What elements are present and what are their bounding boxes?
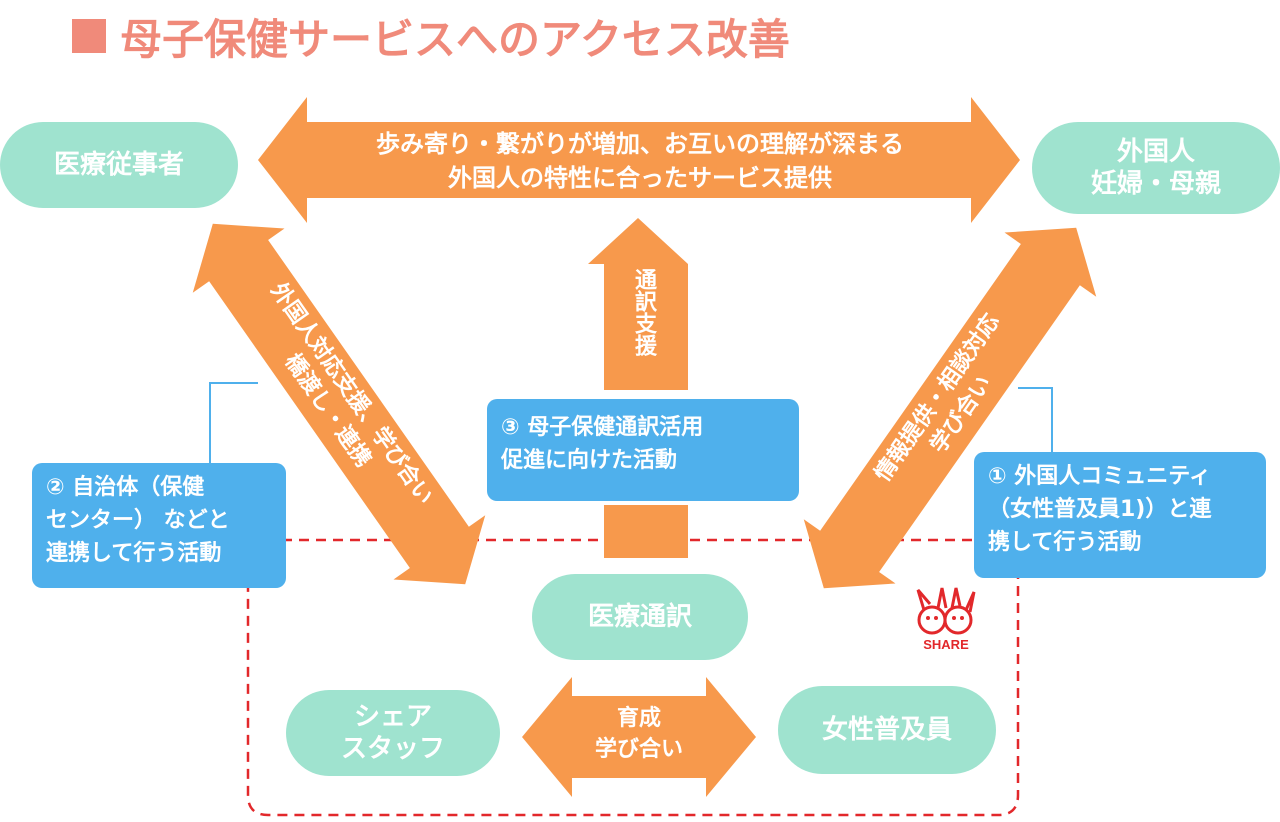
page-title: 母子保健サービスへのアクセス改善: [72, 6, 790, 66]
activity-1-line2: （女性普及員1)）と連: [988, 497, 1212, 522]
activity-2-line1: ② 自治体（保健: [46, 475, 205, 500]
node-share-staff: シェア スタッフ: [286, 690, 500, 776]
share-logo: [916, 587, 976, 635]
node-foreign-mothers: 外国人 妊婦・母親: [1032, 122, 1280, 214]
node-foreign-line2: 妊婦・母親: [1090, 169, 1221, 199]
activity-box-1: ① 外国人コミュニティ （女性普及員1)）と連 携して行う活動: [974, 452, 1266, 578]
top-double-arrow: [258, 97, 1020, 223]
bottom-arrow-line2: 学び合い: [594, 736, 683, 762]
node-share-staff-line1: シェア: [353, 701, 432, 732]
node-medical-staff-label: 医療従事者: [53, 149, 184, 180]
connector-1: [1018, 387, 1053, 452]
node-women-promoters-label: 女性普及員: [821, 714, 952, 745]
left-double-arrow: [192, 223, 486, 585]
interp-up-arrow: [588, 218, 688, 390]
activity-2-line3: 連携して行う活動: [46, 541, 222, 566]
connector-2: [209, 382, 258, 463]
node-foreign-line1: 外国人: [1116, 136, 1195, 167]
right-double-arrow: [803, 227, 1097, 589]
bottom-arrow-text: 育成 学び合い: [572, 704, 706, 766]
share-dashed-region: [246, 538, 1020, 817]
title-text: 母子保健サービスへのアクセス改善: [120, 14, 790, 64]
bottom-double-arrow: [522, 677, 756, 797]
node-women-promoters: 女性普及員: [778, 686, 996, 774]
activity-1-line3: 携して行う活動: [988, 530, 1142, 555]
node-medical-interp-label: 医療通訳: [587, 601, 692, 632]
interp-connector-block: [604, 505, 688, 558]
activity-box-2: ② 自治体（保健 センター） などと 連携して行う活動: [32, 463, 286, 588]
top-arrow-line2: 外国人の特性に合ったサービス提供: [448, 163, 832, 192]
share-logo-text: SHARE: [923, 637, 969, 652]
interp-support-text: 通訳支援: [631, 268, 656, 356]
activity-3-line1: ③ 母子保健通訳活用: [501, 415, 704, 440]
activity-box-3: ③ 母子保健通訳活用 促進に向けた活動: [487, 399, 799, 501]
node-medical-staff: 医療従事者: [0, 122, 238, 208]
activity-3-line2: 促進に向けた活動: [501, 448, 678, 473]
node-medical-interpreter: 医療通訳: [532, 574, 748, 660]
node-share-staff-line2: スタッフ: [340, 734, 445, 764]
top-arrow-text: 歩み寄り・繋がりが増加、お互いの理解が深まる 外国人の特性に合ったサービス提供: [330, 128, 950, 195]
top-arrow-line1: 歩み寄り・繋がりが増加、お互いの理解が深まる: [376, 130, 904, 158]
title-bullet: [72, 19, 106, 53]
bottom-arrow-line1: 育成: [616, 706, 661, 731]
activity-2-line2: センター） などと: [46, 508, 230, 533]
activity-1-line1: ① 外国人コミュニティ: [988, 464, 1211, 489]
